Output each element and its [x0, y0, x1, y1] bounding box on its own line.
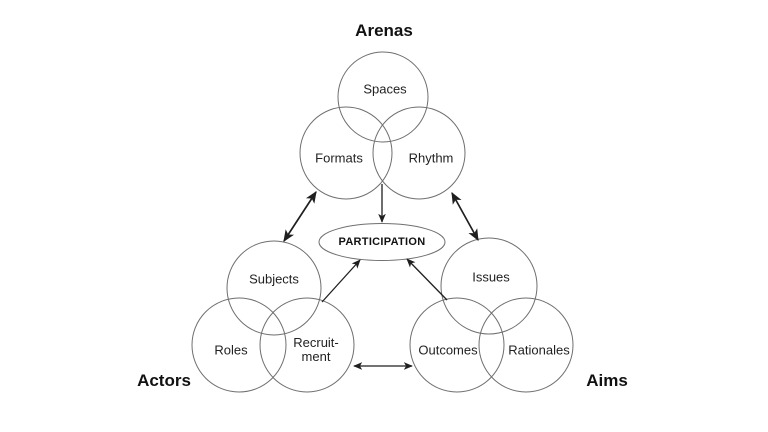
rationales-circle: [478, 297, 574, 393]
formats-label: Formats: [315, 150, 363, 166]
arrow-actors-to-participation: [321, 259, 361, 303]
roles-label: Roles: [214, 342, 248, 358]
rationales-label: Rationales: [508, 342, 570, 358]
roles-circle: [191, 297, 287, 393]
spaces-label: Spaces: [363, 81, 407, 97]
arenas-title: Arenas: [355, 21, 413, 40]
rhythm-circle: [372, 106, 466, 200]
arrow-aims-to-participation: [406, 258, 448, 301]
subjects-label: Subjects: [249, 271, 299, 287]
formats-circle: [299, 106, 393, 200]
issues-circle: [440, 237, 538, 335]
outcomes-label: Outcomes: [418, 342, 478, 358]
participation-ellipse: [318, 223, 446, 261]
recruitment-circle: [259, 297, 355, 393]
participation-label: PARTICIPATION: [338, 236, 426, 248]
arrow-arenas-actors: [283, 191, 317, 242]
recruitment-label-line2: ment: [301, 349, 331, 364]
recruitment-label-line1: Recruit-: [293, 335, 339, 350]
recruitment-label: Recruit- ment: [293, 336, 339, 364]
issues-label: Issues: [472, 269, 510, 285]
rhythm-label: Rhythm: [408, 150, 454, 166]
subjects-circle: [226, 240, 322, 336]
outcomes-circle: [409, 297, 505, 393]
arrow-arenas-aims: [451, 191, 479, 242]
aims-title: Aims: [586, 371, 628, 390]
actors-title: Actors: [137, 371, 191, 390]
spaces-circle: [337, 51, 429, 143]
